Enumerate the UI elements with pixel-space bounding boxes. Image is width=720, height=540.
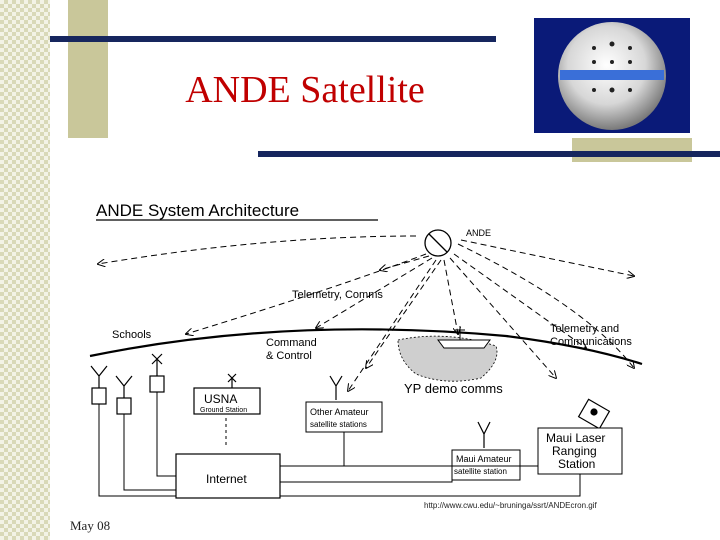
ande-label: ANDE bbox=[466, 228, 491, 238]
school-antennas bbox=[90, 353, 165, 415]
checker-pattern bbox=[0, 0, 50, 540]
svg-text:& Control: & Control bbox=[266, 350, 312, 362]
svg-text:Schools: Schools bbox=[112, 329, 152, 341]
svg-text:USNA: USNA bbox=[204, 392, 237, 406]
svg-text:YP demo comms: YP demo comms bbox=[404, 381, 503, 396]
svg-text:satellite station: satellite station bbox=[454, 467, 507, 476]
image-credit: http://www.cwu.edu/~bruninga/ssrt/ANDEcr… bbox=[424, 501, 597, 510]
slide-footer-date: May 08 bbox=[70, 518, 111, 533]
svg-text:Telemetry and: Telemetry and bbox=[550, 323, 619, 335]
svg-text:Maui Laser: Maui Laser bbox=[546, 431, 605, 445]
svg-text:Internet: Internet bbox=[206, 472, 247, 486]
svg-text:Ranging: Ranging bbox=[552, 444, 597, 458]
svg-text:Command: Command bbox=[266, 337, 317, 349]
top-rule bbox=[50, 36, 496, 42]
diagram-heading: ANDE System Architecture bbox=[96, 201, 299, 220]
olive-accent-left bbox=[68, 0, 108, 138]
ande-satellite-icon bbox=[424, 229, 452, 257]
architecture-diagram: ANDE System Architecture ANDE bbox=[86, 196, 646, 514]
olive-accent-right bbox=[572, 138, 692, 162]
svg-text:Maui Amateur: Maui Amateur bbox=[456, 454, 512, 464]
svg-text:Communications: Communications bbox=[550, 336, 632, 348]
svg-text:Station: Station bbox=[558, 457, 595, 471]
satellite-image bbox=[534, 18, 690, 133]
slide-title: ANDE Satellite bbox=[185, 69, 425, 111]
ship-icon bbox=[437, 326, 491, 349]
svg-text:Ground Station: Ground Station bbox=[200, 407, 247, 414]
svg-text:Telemetry, Comms: Telemetry, Comms bbox=[292, 289, 383, 301]
bottom-rule bbox=[258, 151, 720, 157]
svg-text:satellite stations: satellite stations bbox=[310, 420, 367, 429]
svg-text:Other Amateur: Other Amateur bbox=[310, 407, 369, 417]
